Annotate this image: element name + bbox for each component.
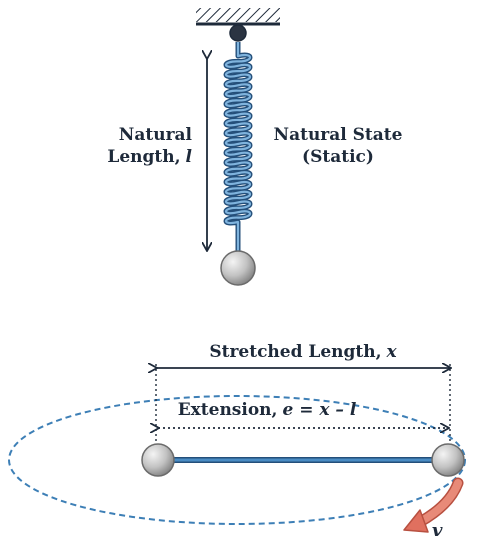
velocity-arrow-shaft	[416, 479, 462, 526]
extension-word: Extension,	[178, 400, 278, 420]
natural-length-label-line1: Natural	[119, 125, 193, 145]
extension-label: Extension,e = x – l	[178, 400, 357, 420]
spring-coil	[224, 42, 252, 252]
extension-formula: e = x – l	[282, 400, 356, 420]
rotation-path	[8, 395, 466, 525]
spring-hinge	[229, 24, 247, 42]
spring-coil-outline	[223, 42, 253, 252]
velocity-label: v	[432, 520, 443, 541]
coil-spring	[223, 42, 253, 252]
natural-length-word: Length,	[107, 147, 180, 167]
natural-length-label-line2: Length, l	[107, 147, 192, 167]
stretched-length-symbol: x	[386, 342, 398, 362]
natural-length-symbol: l	[186, 147, 193, 167]
ceiling-support	[196, 8, 280, 42]
pivot-ball	[141, 443, 175, 477]
ceiling-hatch	[196, 8, 280, 22]
stretched-length-label: Stretched Length,x	[209, 342, 397, 362]
hanging-ball	[220, 250, 256, 286]
stretched-length-word: Stretched Length,	[209, 342, 381, 362]
natural-state-label-line1: Natural State	[274, 125, 403, 145]
rotating-ball	[431, 443, 465, 477]
natural-state-label-line2: (Static)	[302, 147, 374, 167]
velocity-arrow-head	[403, 509, 429, 533]
velocity-arrow	[403, 477, 464, 533]
